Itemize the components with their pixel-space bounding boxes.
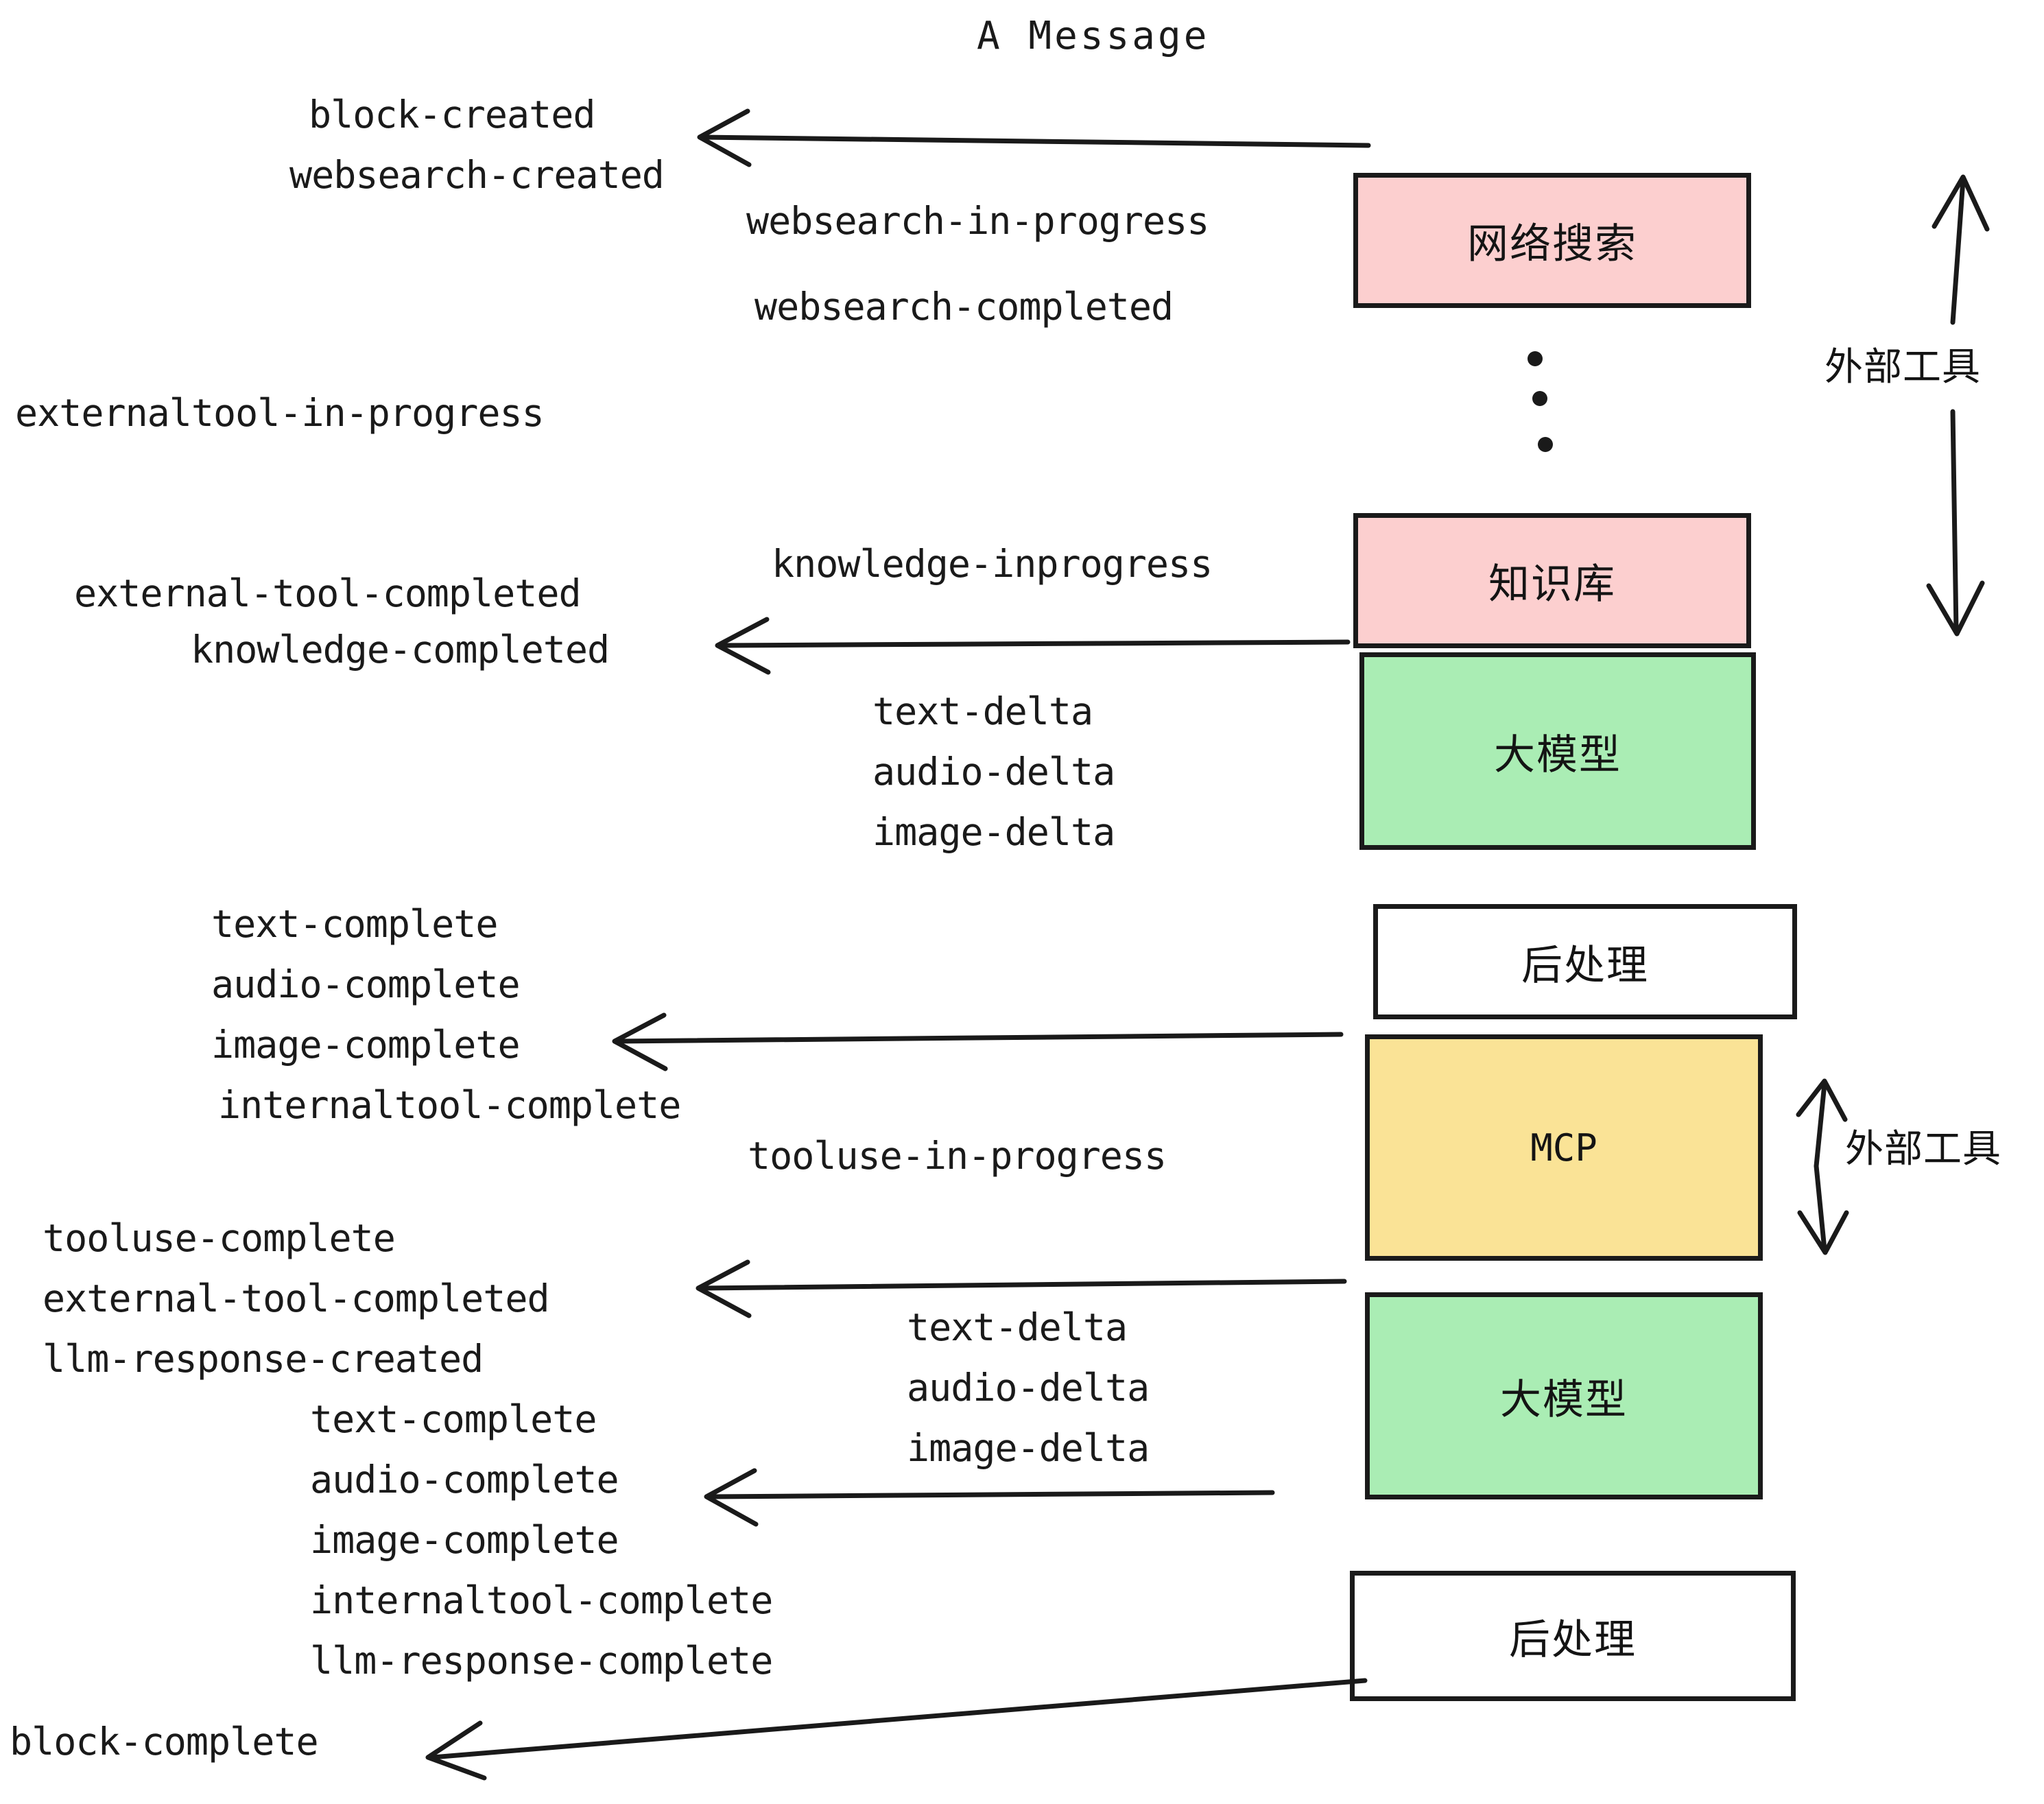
event-label-websearch-completed: websearch-completed [754, 285, 1174, 329]
event-label-text-complete-2: text-complete [310, 1397, 597, 1441]
arrow-websearch-to-block-created [697, 108, 1371, 167]
event-label-audio-complete-1: audio-complete [211, 962, 521, 1006]
event-label-websearch-in-progress: websearch-in-progress [746, 199, 1209, 243]
arrow-llm-to-audio-complete [704, 1468, 1275, 1527]
page-title: A Message [977, 14, 1210, 58]
event-label-llm-response-complete: llm-response-complete [310, 1639, 773, 1683]
event-label-knowledge-inprogress: knowledge-inprogress [772, 542, 1213, 586]
box-mcp[interactable]: MCP [1365, 1034, 1763, 1261]
box-llm-top-label: 大模型 [1494, 731, 1621, 779]
event-label-text-delta-2: text-delta [907, 1305, 1128, 1349]
arrow-postprocess-to-block-complete [425, 1678, 1368, 1781]
box-postprocess-bottom[interactable]: 后处理 [1350, 1571, 1796, 1701]
event-label-image-delta-2: image-delta [907, 1426, 1150, 1470]
event-label-block-created: block-created [309, 93, 595, 137]
box-mcp-label: MCP [1530, 1126, 1597, 1170]
event-label-image-delta-1: image-delta [872, 810, 1115, 854]
box-llm-top[interactable]: 大模型 [1359, 652, 1756, 850]
event-label-image-complete-2: image-complete [310, 1518, 619, 1562]
box-llm-bottom[interactable]: 大模型 [1365, 1292, 1763, 1499]
ellipsis-dot-3 [1538, 437, 1553, 452]
box-postprocess-bottom-label: 后处理 [1509, 1615, 1637, 1664]
box-llm-bottom-label: 大模型 [1500, 1375, 1628, 1424]
event-label-external-tool-completed-2: external-tool-completed [43, 1277, 550, 1320]
event-label-text-delta-1: text-delta [872, 689, 1093, 733]
event-label-internaltool-complete-1: internaltool-complete [218, 1083, 681, 1127]
side-label-external-tools-top: 外部工具 [1825, 345, 1981, 390]
arrow-knowledge-to-knowledge-completed [715, 617, 1351, 675]
event-label-tooluse-in-progress: tooluse-in-progress [748, 1134, 1167, 1178]
event-label-block-complete: block-complete [10, 1720, 319, 1764]
ellipsis-dot-1 [1528, 351, 1543, 366]
box-knowledge[interactable]: 知识库 [1353, 513, 1751, 648]
side-label-external-tools-bottom: 外部工具 [1845, 1127, 2001, 1172]
event-label-text-complete-1: text-complete [211, 902, 498, 946]
box-websearch[interactable]: 网络搜索 [1353, 173, 1751, 308]
event-label-llm-response-created: llm-response-created [43, 1337, 484, 1381]
arrow-mcp-to-image-complete [612, 1012, 1344, 1071]
box-postprocess-top[interactable]: 后处理 [1373, 904, 1797, 1019]
ellipsis-dot-2 [1532, 391, 1547, 406]
event-label-knowledge-completed: knowledge-completed [191, 628, 610, 672]
box-knowledge-label: 知识库 [1488, 560, 1616, 608]
event-label-websearch-created: websearch-created [289, 153, 665, 197]
arrow-external-tools-bottom [1796, 1078, 1849, 1255]
event-label-internaltool-complete-2: internaltool-complete [310, 1578, 773, 1622]
arrow-external-tools-top [1926, 174, 1990, 637]
box-websearch-label: 网络搜索 [1467, 220, 1637, 268]
event-label-external-tool-completed-1: external-tool-completed [74, 571, 582, 615]
event-label-audio-complete-2: audio-complete [310, 1458, 619, 1502]
event-label-image-complete-1: image-complete [211, 1023, 521, 1067]
event-label-externaltool-in-progress: externaltool-in-progress [15, 391, 545, 435]
event-label-audio-delta-2: audio-delta [907, 1366, 1150, 1410]
event-label-tooluse-complete: tooluse-complete [43, 1216, 396, 1260]
box-postprocess-top-label: 后处理 [1521, 941, 1649, 990]
event-label-audio-delta-1: audio-delta [872, 750, 1115, 794]
